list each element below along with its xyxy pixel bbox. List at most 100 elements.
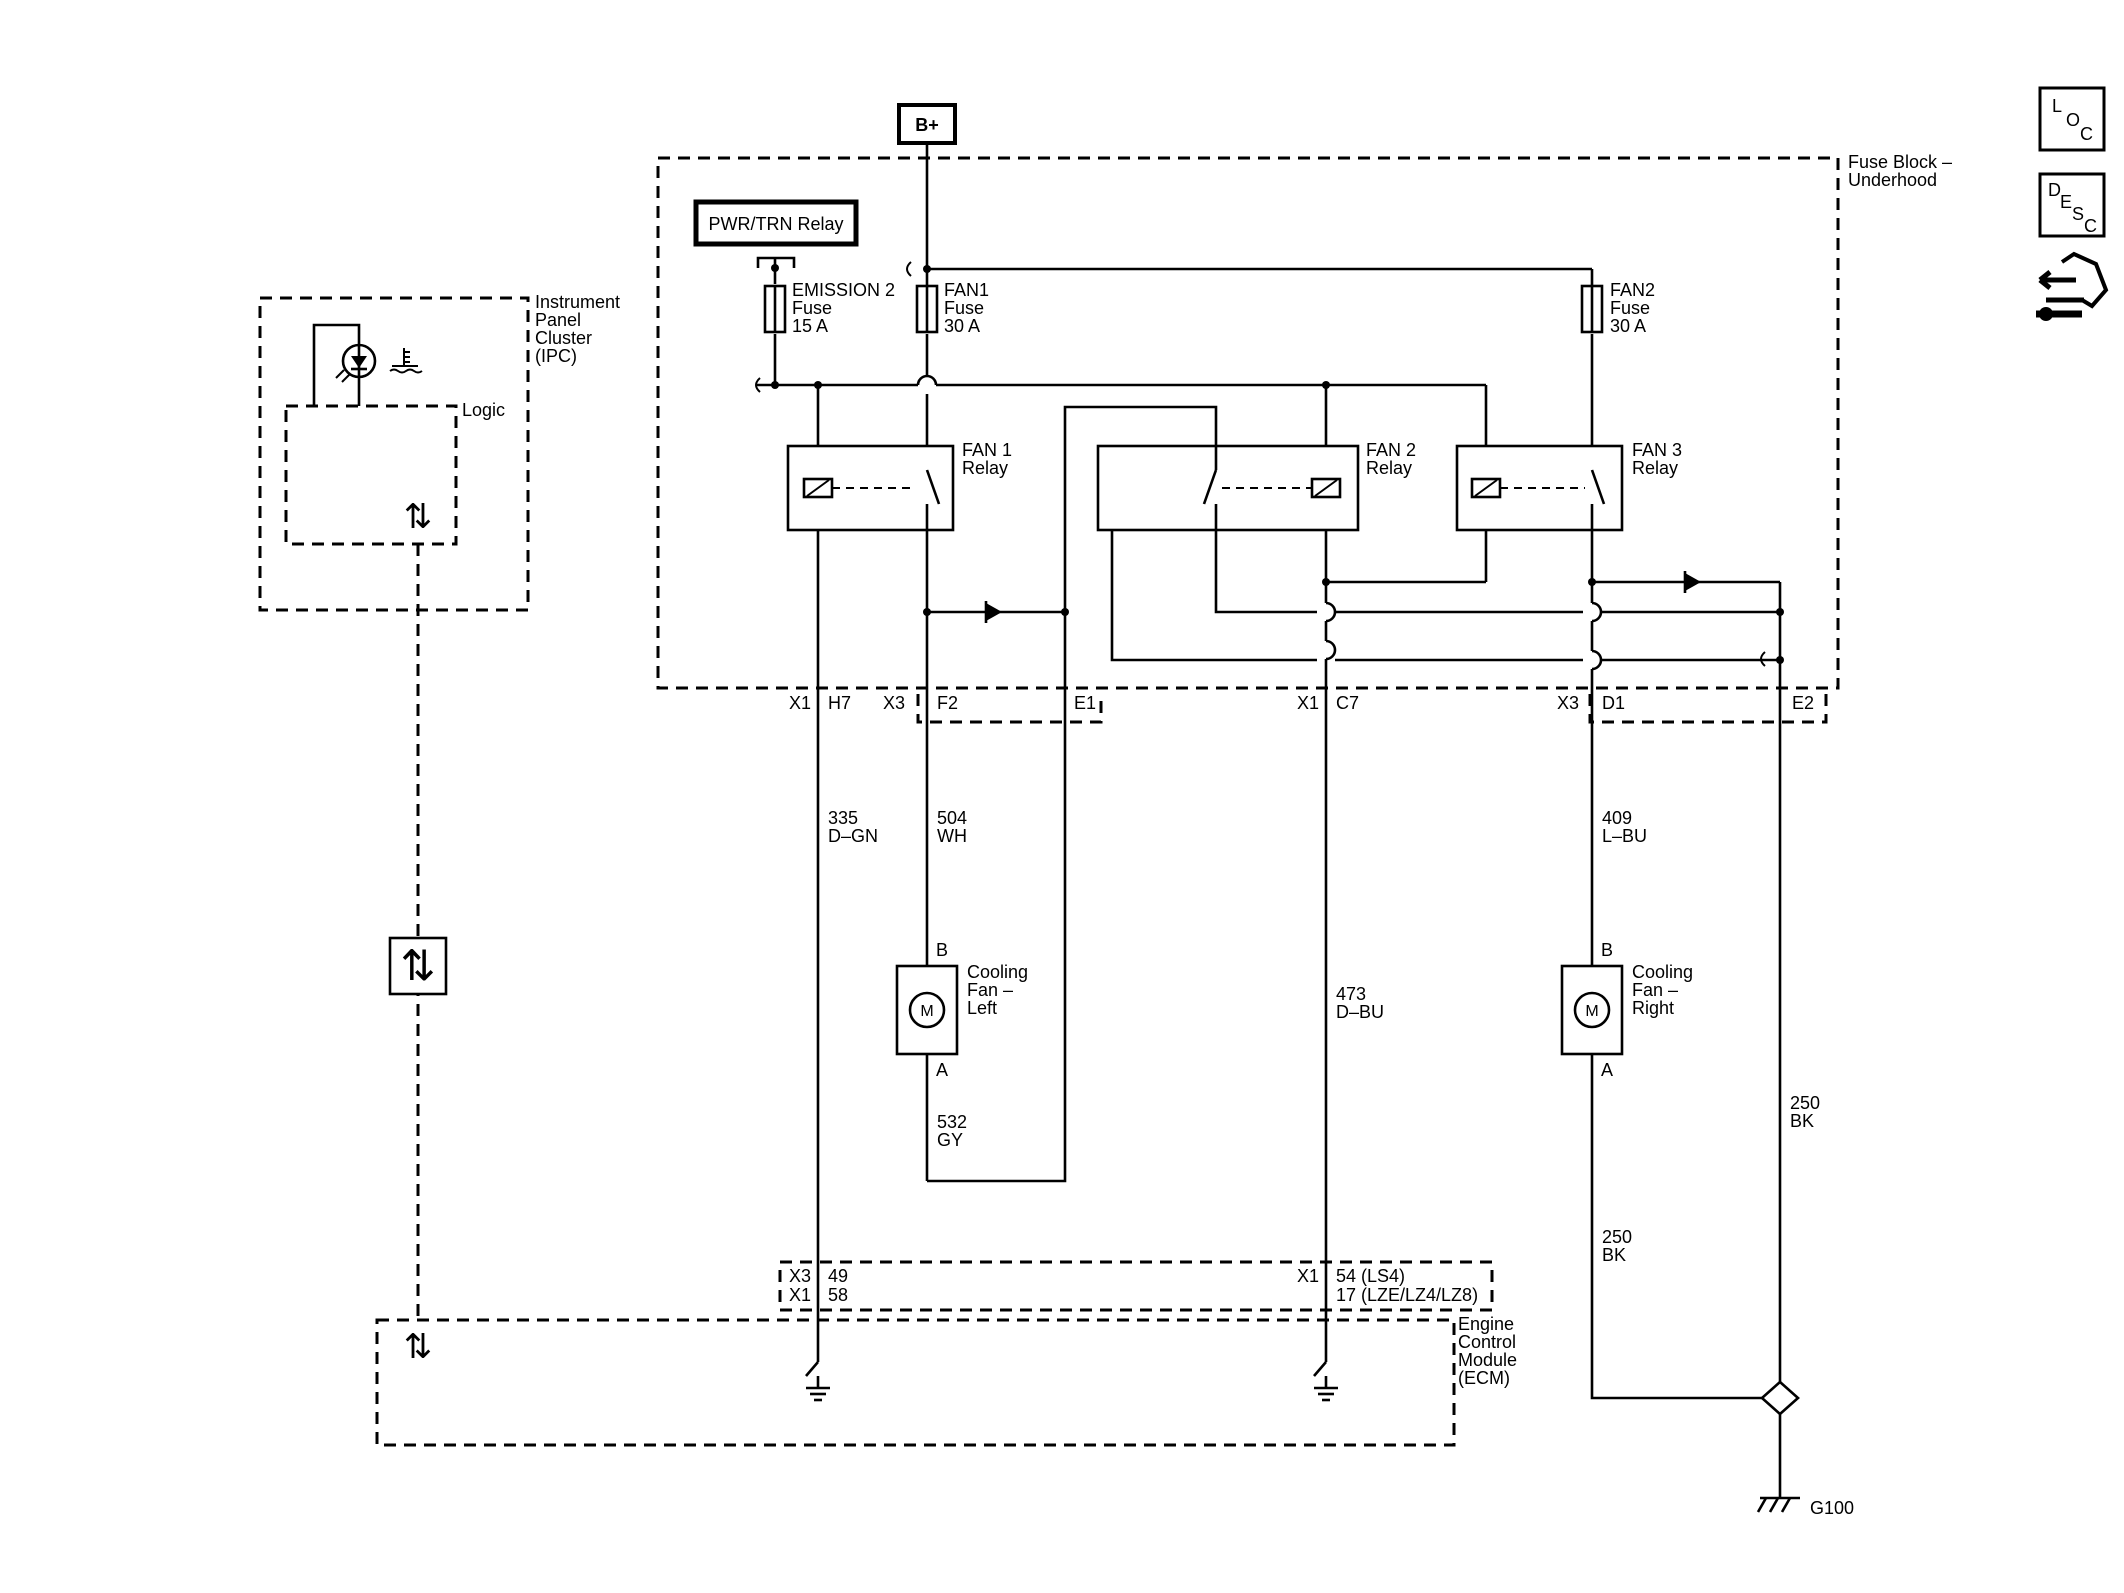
- fan1-fuse-label-3: 30 A: [944, 316, 980, 336]
- serial-data-line: ⇅ ⇅: [388, 544, 448, 1366]
- ecm-label-1: Engine: [1458, 1314, 1514, 1334]
- conn-x3-f2-b: F2: [937, 693, 958, 713]
- wire-335-color: D–GN: [828, 826, 878, 846]
- ecm-conn-left-3: X1: [789, 1285, 811, 1305]
- ecm-conn-right-3: 17 (LZE/LZ4/LZ8): [1336, 1285, 1478, 1305]
- conn-x3-f2-a: X3: [883, 693, 905, 713]
- fan2-fuse-label-3: 30 A: [1610, 316, 1646, 336]
- loc-icon-o: O: [2066, 110, 2080, 130]
- wire-532-color: GY: [937, 1130, 963, 1150]
- conn-x1-h7-a: X1: [789, 693, 811, 713]
- conn-x3-d1-b: D1: [1602, 693, 1625, 713]
- motor-left-pin-a: A: [936, 1060, 948, 1080]
- ecm-conn-right-2: 54 (LS4): [1336, 1266, 1405, 1286]
- ecm-conn-left-2: 49: [828, 1266, 848, 1286]
- conn-e1: E1: [1074, 693, 1096, 713]
- motor-right-label-3: Right: [1632, 998, 1674, 1018]
- fan3-relay-label-1: FAN 3: [1632, 440, 1682, 460]
- ipc-logic-label: Logic: [462, 400, 505, 420]
- desc-icon-c: C: [2084, 216, 2097, 236]
- loc-button[interactable]: L O C: [2038, 86, 2106, 152]
- emission2-fuse-label-1: EMISSION 2: [792, 280, 895, 300]
- wire-409-circuit: 409: [1602, 808, 1632, 828]
- desc-icon-d: D: [2048, 180, 2061, 200]
- ipc-label-2: Panel: [535, 310, 581, 330]
- ipc-internals: ⇅: [312, 323, 433, 536]
- diode-left: [984, 601, 1002, 623]
- motor-right-label-2: Fan –: [1632, 980, 1678, 1000]
- fan1-relay: [786, 444, 955, 532]
- connector-outlines: [916, 694, 1828, 724]
- serial-data-icon: ⇅: [400, 942, 435, 989]
- wire-250a-color: BK: [1790, 1111, 1814, 1131]
- ecm-conn-left-4: 58: [828, 1285, 848, 1305]
- ipc-label-1: Instrument: [535, 292, 620, 312]
- fuse-block-label-2: Underhood: [1848, 170, 1937, 190]
- motor-right-label-1: Cooling: [1632, 962, 1693, 982]
- pwr-trn-relay: PWR/TRN Relay: [693, 199, 859, 268]
- wire-473-circuit: 473: [1336, 984, 1366, 1004]
- fan1-relay-label-2: Relay: [962, 458, 1008, 478]
- motor-right-symbol: M: [1585, 1003, 1598, 1020]
- motor-left-pin-b: B: [936, 940, 948, 960]
- fuse-block-label-1: Fuse Block –: [1848, 152, 1952, 172]
- wire-504-color: WH: [937, 826, 967, 846]
- ipc-outline: [258, 296, 530, 612]
- ecm-driver-right: [1313, 1361, 1338, 1402]
- wire-473-color: D–BU: [1336, 1002, 1384, 1022]
- conn-x1-h7-b: H7: [828, 693, 851, 713]
- ipc-label-3: Cluster: [535, 328, 592, 348]
- emission2-fuse: [763, 284, 787, 334]
- fan3-relay-label-2: Relay: [1632, 458, 1678, 478]
- motor-right-pin-a: A: [1601, 1060, 1613, 1080]
- wire-409-color: L–BU: [1602, 826, 1647, 846]
- conn-x1-c7-a: X1: [1297, 693, 1319, 713]
- ipc-data-arrows-icon: ⇅: [404, 498, 433, 536]
- fan2-relay: [1096, 444, 1360, 532]
- battery-terminal: B+: [897, 103, 957, 145]
- motor-left-label-1: Cooling: [967, 962, 1028, 982]
- ecm-conn-left-1: X3: [789, 1266, 811, 1286]
- desc-button[interactable]: D E S C: [2038, 172, 2106, 238]
- pwr-trn-relay-label: PWR/TRN Relay: [708, 214, 843, 234]
- fan2-relay-label-1: FAN 2: [1366, 440, 1416, 460]
- ecm-conn-right-1: X1: [1297, 1266, 1319, 1286]
- conn-x3-d1-a: X3: [1557, 693, 1579, 713]
- emission2-fuse-label-2: Fuse: [792, 298, 832, 318]
- splice-dots: [771, 264, 1784, 664]
- desc-icon-s: S: [2072, 204, 2084, 224]
- battery-label: B+: [915, 115, 939, 135]
- connector-end-view-icon[interactable]: [2036, 251, 2109, 321]
- ground-g100: G100: [1756, 1496, 1854, 1518]
- motor-left-label-3: Left: [967, 998, 997, 1018]
- motor-right-pin-b: B: [1601, 940, 1613, 960]
- ecm-outline: [375, 1260, 1494, 1447]
- wire-250b-circuit: 250: [1602, 1227, 1632, 1247]
- fan2-fuse: [1580, 284, 1604, 334]
- wire-250b-color: BK: [1602, 1245, 1626, 1265]
- fan2-fuse-label-1: FAN2: [1610, 280, 1655, 300]
- desc-icon-e: E: [2060, 192, 2072, 212]
- wire-504-circuit: 504: [937, 808, 967, 828]
- fan3-relay: [1455, 444, 1624, 532]
- ecm-data-arrows-icon: ⇅: [404, 1328, 433, 1366]
- fuse-block-wiring: [755, 143, 1782, 688]
- loc-icon-c: C: [2080, 124, 2093, 144]
- fan2-fuse-label-2: Fuse: [1610, 298, 1650, 318]
- ecm-label-3: Module: [1458, 1350, 1517, 1370]
